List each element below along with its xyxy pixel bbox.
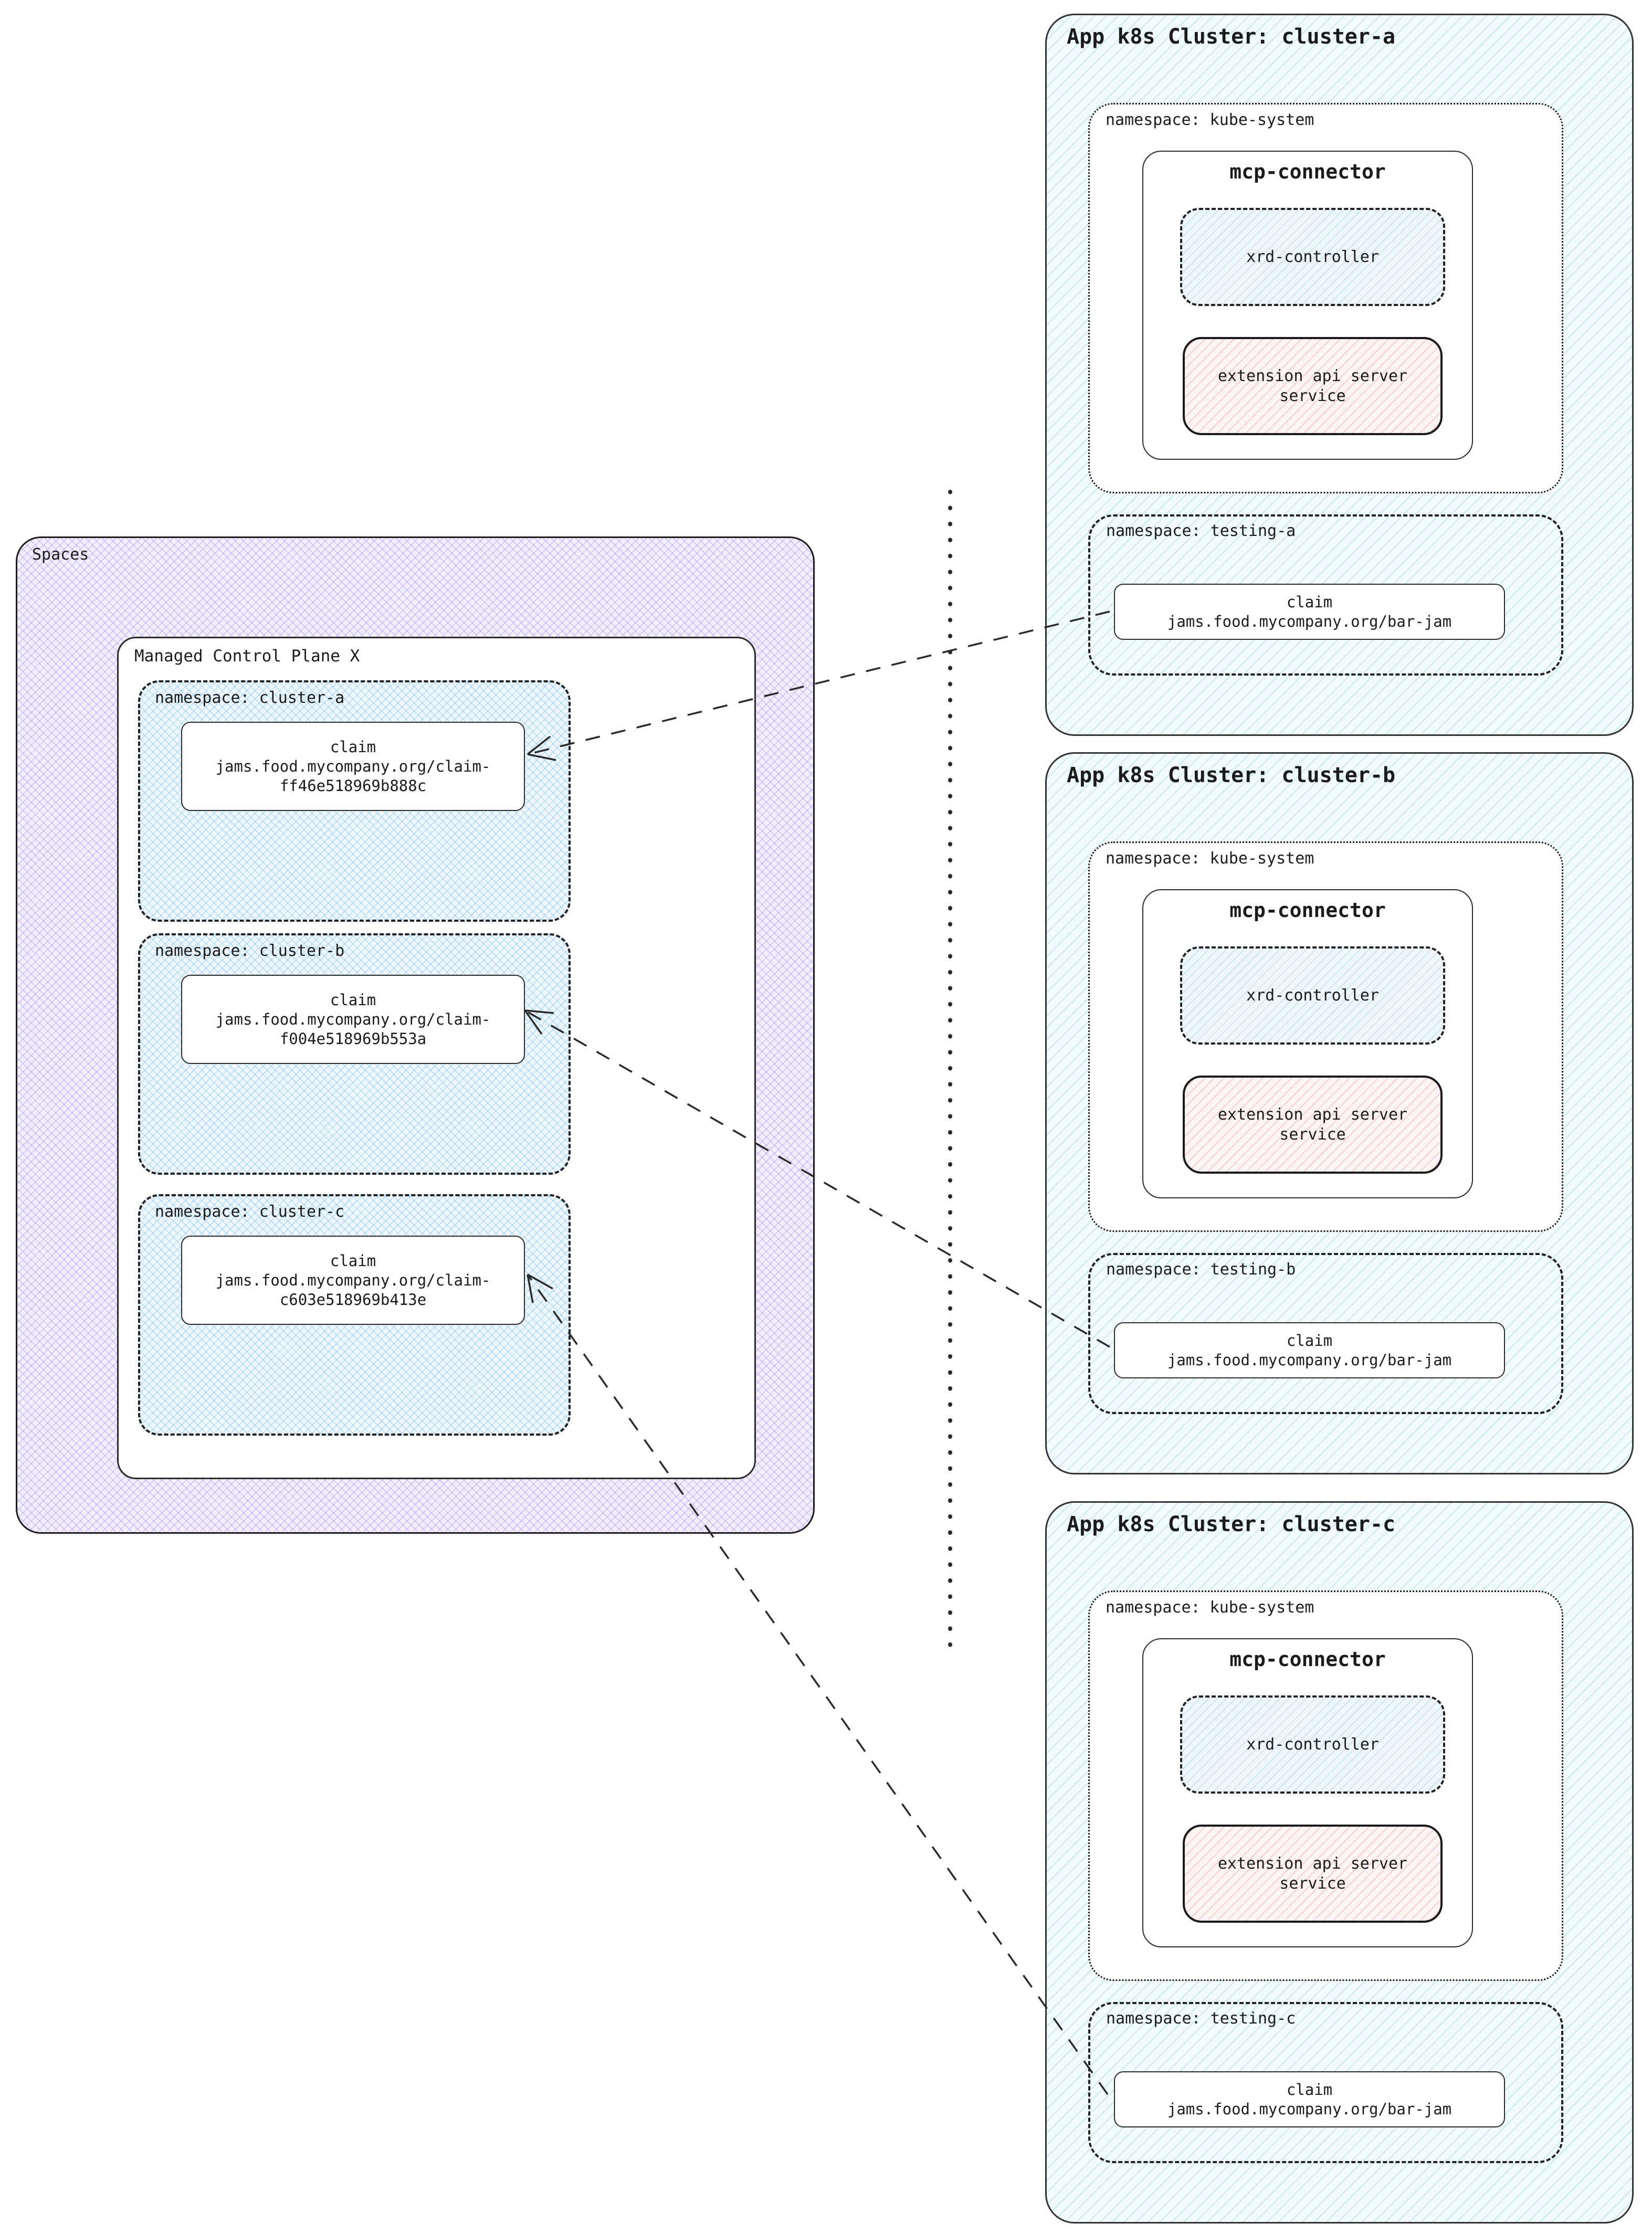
extension-api-server-label-line2: service: [1279, 386, 1346, 405]
testing-b-claim-box: claim jams.food.mycompany.org/bar-jam: [1114, 1322, 1505, 1378]
managed-control-plane-label: Managed Control Plane X: [134, 647, 360, 666]
mcp-connector-box: mcp-connector xrd-controller extension a…: [1142, 1638, 1473, 1947]
spaces-label: Spaces: [32, 545, 89, 564]
app-cluster-c-box: App k8s Cluster: cluster-c namespace: ku…: [1045, 1501, 1634, 2224]
app-cluster-b-box: App k8s Cluster: cluster-b namespace: ku…: [1045, 752, 1634, 1474]
managed-control-plane-box: Managed Control Plane X namespace: clust…: [117, 637, 756, 1479]
namespace-cluster-c-box: namespace: cluster-c claim jams.food.myc…: [138, 1194, 571, 1436]
claim-path-line1: jams.food.mycompany.org/claim-: [215, 1271, 491, 1289]
kube-system-namespace-label: namespace: kube-system: [1106, 111, 1314, 129]
namespace-cluster-b-box: namespace: cluster-b claim jams.food.myc…: [138, 933, 571, 1175]
extension-api-server-box: extension api server service: [1183, 337, 1443, 435]
extension-api-server-box: extension api server service: [1183, 1825, 1443, 1923]
app-cluster-a-title: App k8s Cluster: cluster-a: [1067, 25, 1396, 49]
namespace-cluster-a-box: namespace: cluster-a claim jams.food.myc…: [138, 680, 571, 922]
claim-title: claim: [1286, 593, 1333, 611]
mcp-connector-label: mcp-connector: [1229, 899, 1386, 922]
extension-api-server-label-line2: service: [1279, 1874, 1346, 1893]
claim-path-line2: c603e518969b413e: [279, 1290, 427, 1309]
xrd-controller-label: xrd-controller: [1246, 248, 1379, 266]
testing-b-namespace-label: namespace: testing-b: [1106, 1260, 1296, 1279]
xrd-controller-box: xrd-controller: [1180, 946, 1445, 1045]
mcp-connector-label: mcp-connector: [1229, 1648, 1386, 1671]
claim-title: claim: [330, 990, 376, 1009]
xrd-controller-label: xrd-controller: [1246, 1735, 1379, 1754]
namespace-cluster-a-label: namespace: cluster-a: [155, 689, 345, 707]
app-cluster-b-title: App k8s Cluster: cluster-b: [1067, 763, 1396, 787]
app-cluster-a-box: App k8s Cluster: cluster-a namespace: ku…: [1045, 14, 1634, 736]
claim-path: jams.food.mycompany.org/bar-jam: [1167, 1351, 1452, 1369]
namespace-cluster-c-label: namespace: cluster-c: [155, 1203, 345, 1221]
kube-system-namespace-box: namespace: kube-system mcp-connector xrd…: [1088, 103, 1563, 493]
claim-title: claim: [330, 737, 376, 756]
namespace-cluster-b-label: namespace: cluster-b: [155, 942, 345, 960]
testing-a-claim-box: claim jams.food.mycompany.org/bar-jam: [1114, 584, 1505, 640]
claim-path: jams.food.mycompany.org/bar-jam: [1167, 612, 1452, 630]
extension-api-server-label-line1: extension api server: [1217, 1854, 1408, 1873]
claim-path-line2: ff46e518969b888c: [279, 776, 427, 795]
testing-b-namespace-box: namespace: testing-b claim jams.food.myc…: [1088, 1253, 1563, 1414]
kube-system-namespace-box: namespace: kube-system mcp-connector xrd…: [1088, 841, 1563, 1232]
claim-path-line2: f004e518969b553a: [279, 1029, 427, 1048]
claim-path-line1: jams.food.mycompany.org/claim-: [215, 757, 491, 775]
claim-path-line1: jams.food.mycompany.org/claim-: [215, 1010, 491, 1028]
kube-system-namespace-box: namespace: kube-system mcp-connector xrd…: [1088, 1590, 1563, 1981]
testing-a-namespace-box: namespace: testing-a claim jams.food.myc…: [1088, 514, 1563, 676]
extension-api-server-box: extension api server service: [1183, 1076, 1443, 1174]
claim-title: claim: [1286, 2080, 1333, 2099]
claim-cluster-b-box: claim jams.food.mycompany.org/claim- f00…: [181, 975, 525, 1064]
xrd-controller-box: xrd-controller: [1180, 1695, 1445, 1794]
testing-c-namespace-box: namespace: testing-c claim jams.food.myc…: [1088, 2002, 1563, 2163]
testing-a-namespace-label: namespace: testing-a: [1106, 522, 1296, 540]
claim-title: claim: [330, 1251, 376, 1270]
testing-c-claim-box: claim jams.food.mycompany.org/bar-jam: [1114, 2071, 1505, 2127]
mcp-connector-box: mcp-connector xrd-controller extension a…: [1142, 151, 1473, 460]
extension-api-server-label-line2: service: [1279, 1125, 1346, 1144]
kube-system-namespace-label: namespace: kube-system: [1106, 849, 1314, 868]
app-cluster-c-title: App k8s Cluster: cluster-c: [1067, 1512, 1396, 1536]
testing-c-namespace-label: namespace: testing-c: [1106, 2009, 1296, 2028]
extension-api-server-label-line1: extension api server: [1217, 1105, 1408, 1124]
kube-system-namespace-label: namespace: kube-system: [1106, 1598, 1314, 1617]
claim-cluster-a-box: claim jams.food.mycompany.org/claim- ff4…: [181, 722, 525, 811]
mcp-connector-box: mcp-connector xrd-controller extension a…: [1142, 889, 1473, 1198]
spaces-box: Spaces Managed Control Plane X namespace…: [16, 536, 815, 1534]
claim-cluster-c-box: claim jams.food.mycompany.org/claim- c60…: [181, 1236, 525, 1325]
mcp-connector-label: mcp-connector: [1229, 160, 1386, 183]
claim-path: jams.food.mycompany.org/bar-jam: [1167, 2100, 1452, 2118]
xrd-controller-box: xrd-controller: [1180, 208, 1445, 306]
claim-title: claim: [1286, 1331, 1333, 1350]
xrd-controller-label: xrd-controller: [1246, 986, 1379, 1005]
extension-api-server-label-line1: extension api server: [1217, 366, 1408, 385]
